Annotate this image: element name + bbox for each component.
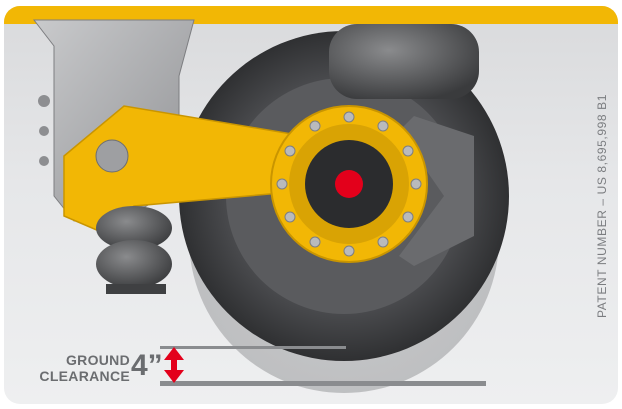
hub-center-red (335, 170, 363, 198)
suspension-drawing (4, 6, 618, 393)
ground-clearance-label: GROUND CLEARANCE (22, 352, 130, 384)
air-spring-top (329, 24, 479, 99)
raised-ground-line (160, 346, 346, 349)
bolt-head (38, 95, 50, 107)
pivot-bushing (95, 139, 129, 173)
air-bag-base (106, 284, 166, 294)
ground-line (160, 381, 486, 386)
lug-nuts (276, 111, 422, 257)
air-bag-lower (96, 206, 172, 250)
bolt-head (39, 126, 49, 136)
ground-clearance-line2: CLEARANCE (39, 368, 130, 384)
ground-clearance-value: 4” (131, 349, 163, 382)
bolt-head (39, 156, 49, 166)
patent-number: PATENT NUMBER – US 8,695,998 B1 (595, 93, 609, 319)
air-bag-lower (96, 240, 172, 288)
illustration-panel: PATENT NUMBER – US 8,695,998 B1 GROUND C… (4, 6, 618, 404)
ground-clearance-line1: GROUND (65, 352, 130, 368)
clearance-arrow (164, 347, 184, 383)
trailing-arm (63, 105, 305, 232)
